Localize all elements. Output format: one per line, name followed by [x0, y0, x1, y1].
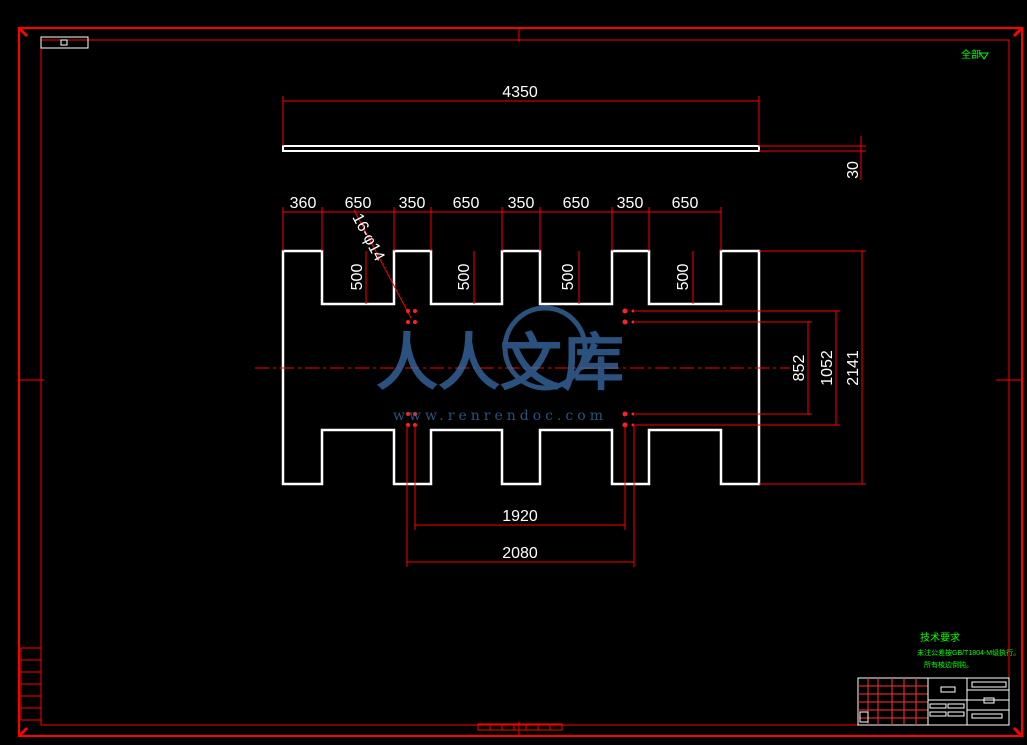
- tech-req-title: 技术要求: [920, 631, 960, 644]
- hole: [631, 309, 635, 313]
- hole: [413, 320, 417, 324]
- plate-thickness-label: 30: [845, 161, 862, 179]
- hole: [406, 320, 410, 324]
- hole: [631, 412, 635, 416]
- plate-side-view: 4350 30: [282, 84, 866, 180]
- hole: [622, 319, 628, 325]
- plate-width-label: 2141: [845, 350, 862, 386]
- slot-depth-dimensions: [365, 251, 694, 304]
- hole-spacing-label: 852: [791, 355, 808, 382]
- segment-label: 350: [617, 195, 644, 212]
- hole: [406, 309, 410, 313]
- top-segment-labels: 360 650 350 650 350 650 350 650: [290, 195, 699, 212]
- hole: [622, 308, 628, 314]
- hole: [413, 412, 417, 416]
- title-block: [857, 677, 1010, 726]
- top-segment-dimensions: [282, 207, 722, 251]
- plate-length-label: 4350: [502, 84, 538, 101]
- surface-finish-icon: [979, 52, 989, 60]
- hole-pitch-label: 2080: [502, 545, 538, 562]
- slot-depth-label: 500: [560, 264, 577, 291]
- technical-requirements: 技术要求 未注公差按GB/T1804-M级执行。 所有棱边倒钝。: [917, 631, 1020, 669]
- hole-spacing-label: 1052: [819, 350, 836, 386]
- hole: [413, 309, 417, 313]
- mounting-holes: [406, 308, 635, 428]
- segment-label: 650: [563, 195, 590, 212]
- right-dimensions: [635, 250, 866, 485]
- corner-note: 全部: [961, 48, 981, 61]
- drawing-frame: [17, 26, 1024, 738]
- watermark: 人人文库 www.renrendoc.com: [376, 305, 624, 424]
- segment-label: 650: [345, 195, 372, 212]
- segment-label: 350: [399, 195, 426, 212]
- tech-req-line: 所有棱边倒钝。: [924, 660, 973, 669]
- watermark-text: 人人文库: [376, 326, 624, 399]
- segment-label: 350: [508, 195, 535, 212]
- slot-depth-label: 500: [456, 264, 473, 291]
- slot-depth-label: 500: [675, 264, 692, 291]
- hole: [622, 411, 628, 417]
- hole: [631, 320, 635, 324]
- bottom-dimensions: [406, 425, 635, 567]
- watermark-url: www.renrendoc.com: [393, 408, 607, 424]
- segment-label: 360: [290, 195, 317, 212]
- drawing-number-box: [40, 36, 89, 49]
- segment-label: 650: [453, 195, 480, 212]
- hole: [406, 412, 410, 416]
- tech-req-line: 未注公差按GB/T1804-M级执行。: [917, 648, 1020, 657]
- hole-pitch-label: 1920: [502, 508, 538, 525]
- slot-depth-label: 500: [349, 264, 366, 291]
- segment-label: 650: [672, 195, 699, 212]
